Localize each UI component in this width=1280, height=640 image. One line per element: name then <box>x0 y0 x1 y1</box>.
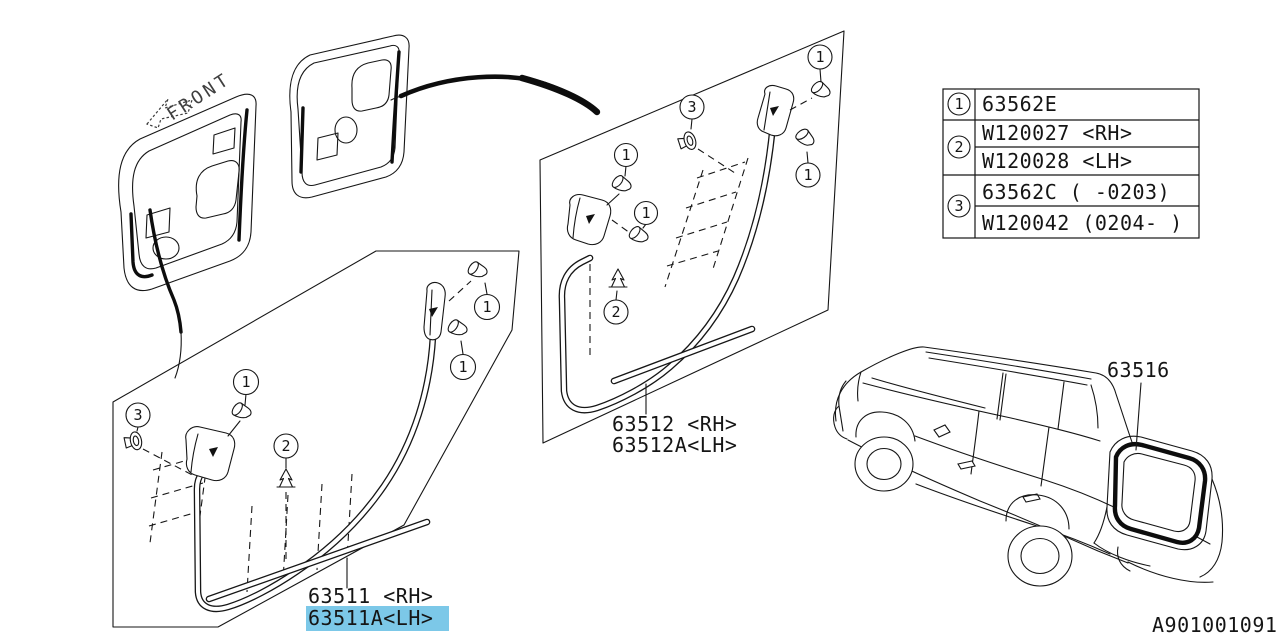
table-part-w120028[interactable]: W120028 <LH> <box>982 149 1133 173</box>
table-part-w120027[interactable]: W120027 <RH> <box>982 121 1133 145</box>
run-channel-strip <box>193 332 437 613</box>
clip-tree <box>608 268 628 288</box>
panel-outline <box>112 250 520 628</box>
callout-number: 2 <box>611 303 620 321</box>
callout-number: 1 <box>815 48 824 66</box>
callout-3[interactable]: 3 <box>679 94 705 120</box>
hatch-lines <box>589 157 749 358</box>
door-panels-illustration <box>118 34 601 379</box>
clip-pin <box>229 400 254 424</box>
table-grid <box>942 88 1200 239</box>
clip-grommet <box>676 129 699 154</box>
callout-number: 1 <box>458 358 467 376</box>
run-channel-strip <box>558 120 777 414</box>
callout-number: 1 <box>241 373 250 391</box>
table-part-w120042[interactable]: W120042 (0204- ) <box>982 211 1183 235</box>
clip-pin <box>465 259 490 283</box>
leader-lines <box>136 280 488 589</box>
clip-pin <box>445 317 470 341</box>
part-label-63516[interactable]: 63516 <box>1107 358 1170 382</box>
clip-pin <box>808 78 833 103</box>
ref-number: 3 <box>954 197 963 215</box>
front-end-bracket <box>566 194 612 246</box>
callout-number: 1 <box>803 166 812 184</box>
ref-number: 2 <box>954 138 963 156</box>
callout-1[interactable]: 1 <box>613 142 639 168</box>
callout-2[interactable]: 2 <box>603 299 629 325</box>
motion-arrow <box>390 74 601 116</box>
ref-number: 1 <box>954 95 963 113</box>
table-ref-3[interactable]: 3 <box>947 194 971 218</box>
callout-number: 3 <box>687 98 696 116</box>
callout-1[interactable]: 1 <box>473 293 501 321</box>
table-ref-2[interactable]: 2 <box>947 135 971 159</box>
callout-number: 1 <box>621 146 630 164</box>
rear-door-panel <box>289 34 410 199</box>
table-part-63562c[interactable]: 63562C ( -0203) <box>982 180 1170 204</box>
callout-2[interactable]: 2 <box>273 433 299 459</box>
vehicle-body <box>833 346 1224 583</box>
front-wheel <box>854 436 914 492</box>
front-door-runchannel-diagram: 1 1 1 3 2 63511 <RH> 63511A<LH> <box>112 250 520 631</box>
rear-door-runchannel-diagram: 1 1 3 1 1 2 63512 <RH> 63512A<LH> <box>539 30 845 457</box>
leader-line-63516 <box>1135 382 1142 451</box>
clip-pin <box>609 173 634 197</box>
callout-number: 2 <box>281 437 290 455</box>
rear-gate-seal <box>1106 435 1213 551</box>
front-label: FRONT <box>163 69 235 126</box>
table-part-63562e[interactable]: 63562E <box>982 92 1057 116</box>
parts-table: 1 2 3 63562E W120027 <RH> W120028 <LH> 6… <box>942 88 1200 239</box>
clip-tree <box>276 468 296 488</box>
upper-end-bracket <box>756 84 795 137</box>
front-arrow-icon <box>145 98 193 129</box>
callout-1[interactable]: 1 <box>795 162 821 188</box>
upper-end-bracket <box>423 281 446 341</box>
hatch-lines <box>148 439 353 593</box>
leader-lines <box>606 68 822 415</box>
callout-1[interactable]: 1 <box>807 44 833 70</box>
clip-grommet <box>122 430 144 453</box>
callout-number: 1 <box>482 298 491 316</box>
callout-number: 1 <box>641 204 650 222</box>
doc-number: A901001091 <box>1152 613 1277 637</box>
part-label-63512-rh[interactable]: 63512 <RH> <box>612 412 737 436</box>
callout-1[interactable]: 1 <box>449 353 477 381</box>
part-label-63511-rh[interactable]: 63511 <RH> <box>308 584 433 608</box>
callout-1[interactable]: 1 <box>232 368 260 396</box>
callout-1[interactable]: 1 <box>633 200 659 226</box>
front-door-panel <box>118 93 257 379</box>
clip-pin <box>626 224 651 248</box>
callout-number: 3 <box>133 406 142 424</box>
part-label-highlight <box>306 606 449 631</box>
part-label-63511a-lh[interactable]: 63511A<LH> <box>308 606 433 630</box>
vehicle-illustration: 63516 <box>833 346 1224 587</box>
table-ref-1[interactable]: 1 <box>947 92 971 116</box>
panel-outline <box>539 30 845 444</box>
rear-wheel <box>1007 525 1073 587</box>
front-end-bracket <box>185 426 236 482</box>
callout-3[interactable]: 3 <box>125 402 151 428</box>
clip-pin <box>793 126 817 151</box>
part-label-63512a-lh[interactable]: 63512A<LH> <box>612 433 737 457</box>
